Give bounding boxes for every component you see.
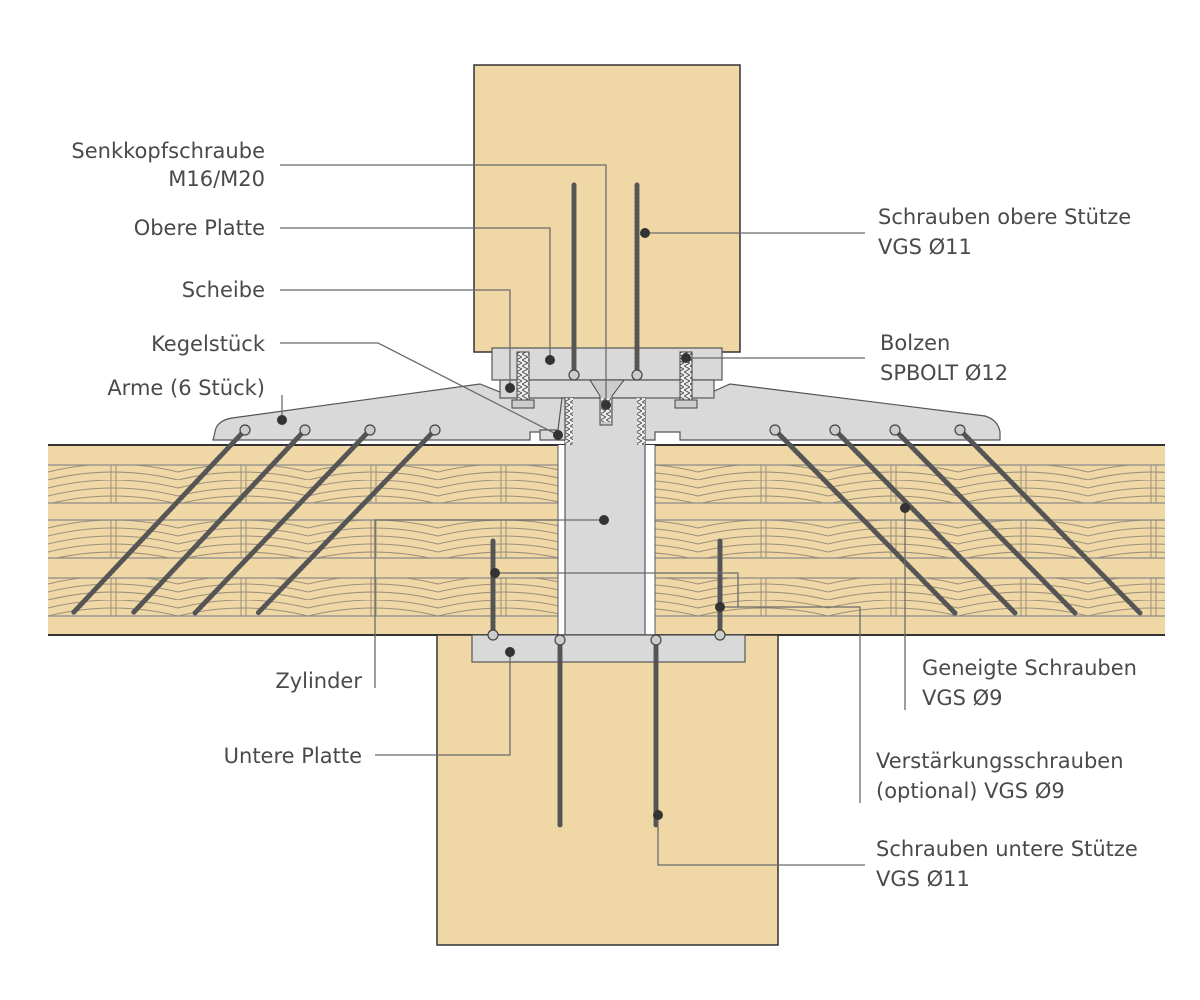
screw — [772, 427, 958, 616]
screw-head — [889, 424, 901, 436]
label-arme: Arme (6 Stück) — [107, 376, 265, 400]
screw — [892, 427, 1078, 616]
label-senkkopfschraube-size: M16/M20 — [168, 167, 265, 191]
label-verstaerkung-size: (optional) VGS Ø9 — [876, 779, 1065, 803]
label-schrauben-obere-size: VGS Ø11 — [878, 235, 972, 259]
label-bolzen: Bolzen — [880, 331, 950, 355]
screw-head — [769, 424, 781, 436]
label-scheibe: Scheibe — [182, 278, 265, 302]
screw — [192, 427, 373, 616]
label-kegelstueck: Kegelstück — [151, 332, 266, 356]
lower-post — [436, 634, 779, 946]
screw-head — [829, 424, 841, 436]
screw — [130, 427, 308, 616]
label-schrauben-untere: Schrauben untere Stütze — [876, 837, 1138, 861]
screw-head — [487, 629, 499, 641]
screw-head — [554, 634, 566, 646]
label-zylinder: Zylinder — [275, 669, 362, 693]
label-schrauben-obere: Schrauben obere Stütze — [878, 205, 1131, 229]
label-verstaerkung: Verstärkungsschrauben — [876, 749, 1124, 773]
labels: Senkkopfschraube M16/M20 Obere Platte Sc… — [71, 139, 1137, 891]
label-geneigte-size: VGS Ø9 — [922, 686, 1003, 710]
bolts — [511, 351, 698, 409]
label-geneigte-schrauben: Geneigte Schrauben — [922, 656, 1137, 680]
upper-post — [473, 64, 741, 353]
screw — [957, 427, 1143, 616]
screw-head — [239, 424, 251, 436]
screw-head — [650, 634, 662, 646]
screws — [70, 182, 1143, 828]
screw-head — [954, 424, 966, 436]
label-obere-platte: Obere Platte — [134, 216, 265, 240]
screw-head — [299, 424, 311, 436]
cone-piece — [539, 397, 566, 441]
label-schrauben-untere-size: VGS Ø11 — [876, 867, 970, 891]
screw-head — [364, 424, 376, 436]
lower-plate — [471, 634, 746, 663]
label-untere-platte: Untere Platte — [224, 744, 362, 768]
leader-lines — [277, 164, 910, 866]
screw-head — [568, 369, 580, 381]
screw-head — [714, 629, 726, 641]
screw — [70, 427, 248, 616]
screw — [255, 427, 438, 616]
label-senkkopfschraube: Senkkopfschraube — [71, 139, 265, 163]
label-bolzen-size: SPBOLT Ø12 — [880, 361, 1008, 385]
screw-head — [631, 369, 643, 381]
screw-head — [429, 424, 441, 436]
screw — [832, 427, 1018, 616]
